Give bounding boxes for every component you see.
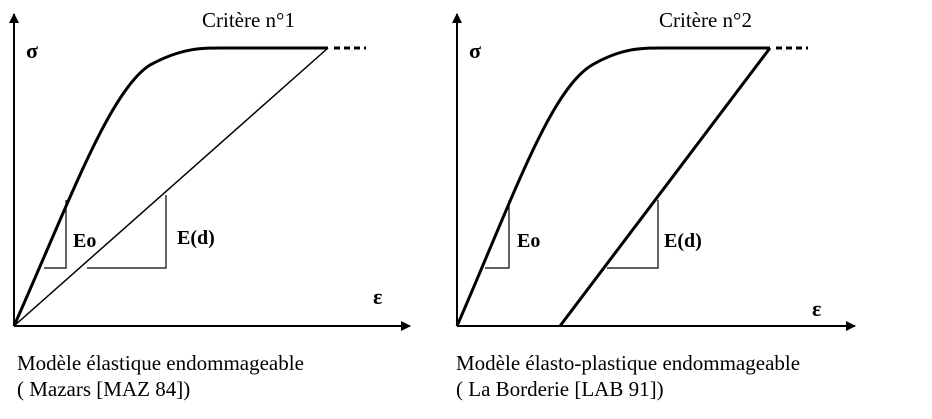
panel-2-caption: Modèle élasto-plastique endommageable ( … — [456, 350, 800, 402]
panel-2-criterion-label: Critère n°2 — [659, 8, 752, 32]
panel-2-ed-label: E(d) — [664, 230, 702, 252]
panel-2-sigma-label: σ — [469, 38, 481, 63]
panel-1-caption: Modèle élastique endommageable ( Mazars … — [17, 350, 304, 402]
panel-1-ed-slope-triangle — [87, 195, 167, 269]
panel-1-eo-slope-triangle — [44, 200, 67, 269]
panel-1-ed-label: E(d) — [177, 227, 215, 249]
panel-2-unloading-line — [558, 47, 772, 327]
panel-2-stress-strain-curve — [455, 46, 770, 327]
panel-1-criterion-label: Critère n°1 — [202, 8, 295, 32]
panel-2-epsilon-label: ε — [812, 296, 821, 321]
panel-2-eo-slope-triangle — [485, 200, 510, 269]
panel-1-caption-line2: ( Mazars [MAZ 84]) — [17, 377, 191, 401]
panel-2-caption-line1: Modèle élasto-plastique endommageable — [456, 351, 801, 375]
panel-1-unloading-line — [13, 47, 329, 327]
panel-1-stress-strain-curve — [12, 46, 328, 327]
panel-1-eo-label: Eo — [73, 230, 96, 252]
panel-2: Critère n°2 σ ε Eo E(d) — [452, 8, 856, 331]
panel-1: Critère n°1 σ ε Eo E(d) — [9, 8, 411, 331]
panel-2-eo-label: Eo — [517, 230, 540, 252]
panel-2-caption-line2: ( La Borderie [LAB 91]) — [456, 377, 664, 401]
panel-1-sigma-label: σ — [26, 38, 38, 63]
panel-1-epsilon-label: ε — [373, 284, 382, 309]
panel-1-caption-line1: Modèle élastique endommageable — [17, 351, 304, 375]
panel-2-ed-slope-triangle — [607, 200, 659, 269]
